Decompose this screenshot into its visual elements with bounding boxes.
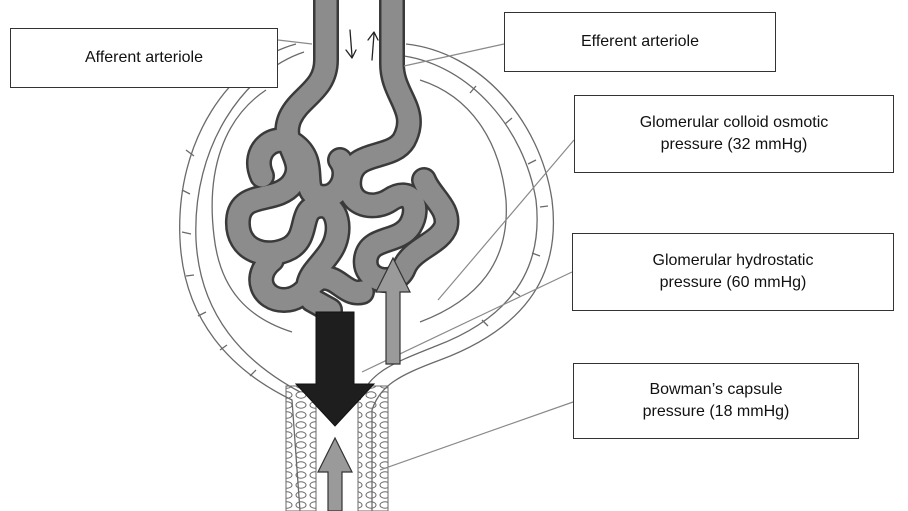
leader-bowman [380,402,573,470]
colloid-osmotic-pressure-label: Glomerular colloid osmotic pressure (32 … [574,95,894,173]
colloid-osmotic-line-1: Glomerular colloid osmotic [640,112,829,134]
efferent-arteriole-label: Efferent arteriole [504,12,776,72]
efferent-arteriole-text: Efferent arteriole [581,31,699,53]
bowman-line-2: pressure (18 mmHg) [643,401,790,423]
bowmans-capsule-pressure-arrow [318,438,352,511]
bowman-line-1: Bowman’s capsule [649,379,782,401]
colloid-osmotic-line-2: pressure (32 mmHg) [661,134,808,156]
hydrostatic-line-1: Glomerular hydrostatic [653,250,814,272]
hydrostatic-pressure-label: Glomerular hydrostatic pressure (60 mmHg… [572,233,894,311]
hydrostatic-line-2: pressure (60 mmHg) [660,272,807,294]
bowmans-capsule-pressure-label: Bowman’s capsule pressure (18 mmHg) [573,363,859,439]
afferent-arteriole-text: Afferent arteriole [85,47,203,69]
leader-efferent [404,44,504,66]
afferent-arteriole-label: Afferent arteriole [10,28,278,88]
leader-afferent [278,40,312,44]
